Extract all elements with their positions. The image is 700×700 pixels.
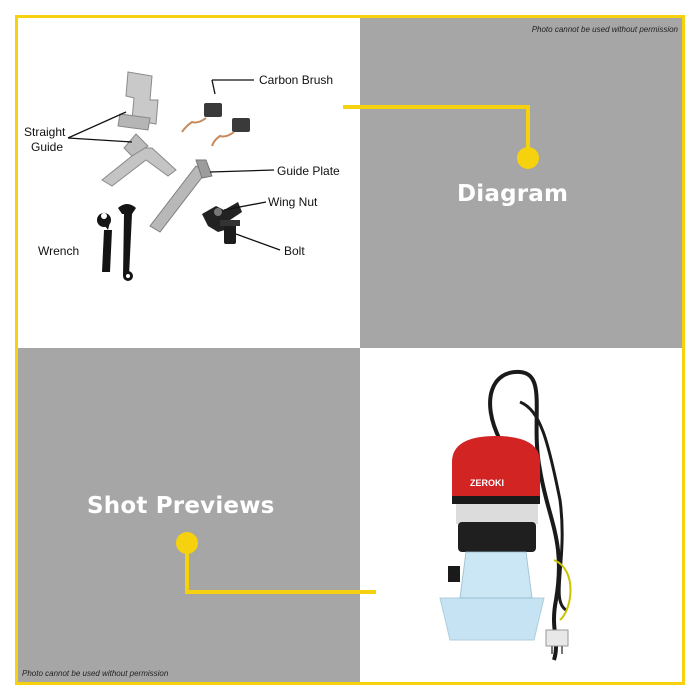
straight-guide-bracket-icon [117, 71, 159, 131]
wrench-icon [97, 204, 136, 281]
carbon-brush-icon [181, 103, 250, 147]
diagram-title: Diagram [457, 181, 569, 207]
bolt-label: Bolt [284, 244, 305, 258]
permission-notice-top: Photo cannot be used without permission [531, 25, 678, 34]
guide-plate-label: Guide Plate [277, 164, 340, 178]
wrench-label: Wrench [38, 244, 79, 258]
wing-nut-label: Wing Nut [268, 195, 318, 209]
shot-previews-title-panel [18, 348, 360, 682]
router-product-icon [439, 369, 572, 661]
diagram-connector [343, 105, 539, 169]
bolt-icon [220, 220, 240, 244]
straight-guide-label-line1: Straight [24, 125, 66, 139]
shot-previews-connector [176, 532, 376, 594]
wing-nut-icon [202, 202, 242, 232]
diagram-title-panel [360, 18, 682, 348]
straight-guide-label-line2: Guide [31, 140, 63, 154]
router-brand-label: ZEROKI [470, 478, 504, 488]
guide-plate-icon [149, 159, 213, 233]
callout-lines [67, 79, 281, 251]
straight-guide-plate-icon [101, 133, 177, 187]
permission-notice-bottom: Photo cannot be used without permission [22, 669, 169, 678]
carbon-brush-label: Carbon Brush [259, 73, 333, 87]
shot-previews-title: Shot Previews [87, 493, 275, 519]
